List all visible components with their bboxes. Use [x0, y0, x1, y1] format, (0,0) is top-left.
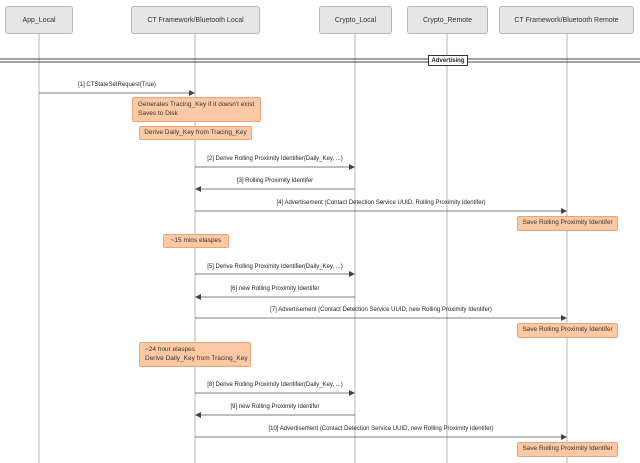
advertising-divider-label: Advertising [428, 55, 468, 66]
participant-ct-framework-local: CT Framework/Bluetooth Local [131, 6, 260, 34]
note-generate-tracing-key: Generates Tracing_Key if it doesn't exis… [132, 97, 261, 122]
note-15-mins-elapses: ~15 mins elaspes [163, 234, 229, 248]
note-derive-daily-key: Derive Daily_Key from Tracing_Key [139, 126, 252, 140]
message-2-label: [2] Derive Rolling Proximity Identifier(… [207, 156, 343, 162]
note-save-rpi-1: Save Rolling Proximity Identifer [517, 216, 618, 231]
message-5-label: [5] Derive Rolling Proximity Identifier(… [207, 264, 343, 270]
message-7-label: [7] Advertisement (Contact Detection Ser… [270, 307, 492, 313]
participant-crypto-local: Crypto_Local [319, 6, 392, 34]
note-save-rpi-3: Save Rolling Proximity Identifer [517, 442, 618, 457]
message-10-label: [10] Advertisement (Contact Detection Se… [268, 426, 494, 432]
message-6-label: [6] new Rolling Proximity Identifer [230, 286, 320, 292]
message-8-label: [8] Derive Rolling Proximity Identifier(… [207, 382, 343, 388]
note-save-rpi-2: Save Rolling Proximity Identifer [517, 323, 618, 338]
message-4-label: [4] Advertisement (Contact Detection Ser… [276, 200, 486, 206]
message-9-label: [9] new Rolling Proximity Identifer [230, 404, 320, 410]
participant-ct-framework-remote: CT Framework/Bluetooth Remote [499, 6, 634, 34]
message-3-label: [3] Rolling Proximity Identifer [236, 178, 314, 184]
note-24-hour-elapses-line1: ~24 hour elaspes [145, 345, 196, 353]
participant-crypto-remote: Crypto_Remote [407, 6, 488, 34]
note-generate-tracing-key-line1: Generates Tracing_Key if it doesn't exis… [138, 100, 255, 108]
participant-app-local: App_Local [5, 6, 73, 34]
message-1-label: [1] CTStateSetRequest(True) [78, 82, 156, 88]
note-24-hour-elapses-line2: Derive Daily_Key from Tracing_Key [145, 354, 248, 362]
note-generate-tracing-key-line2: Saves to Disk [138, 109, 178, 117]
note-24-hour-elapses: ~24 hour elaspes Derive Daily_Key from T… [139, 342, 251, 367]
